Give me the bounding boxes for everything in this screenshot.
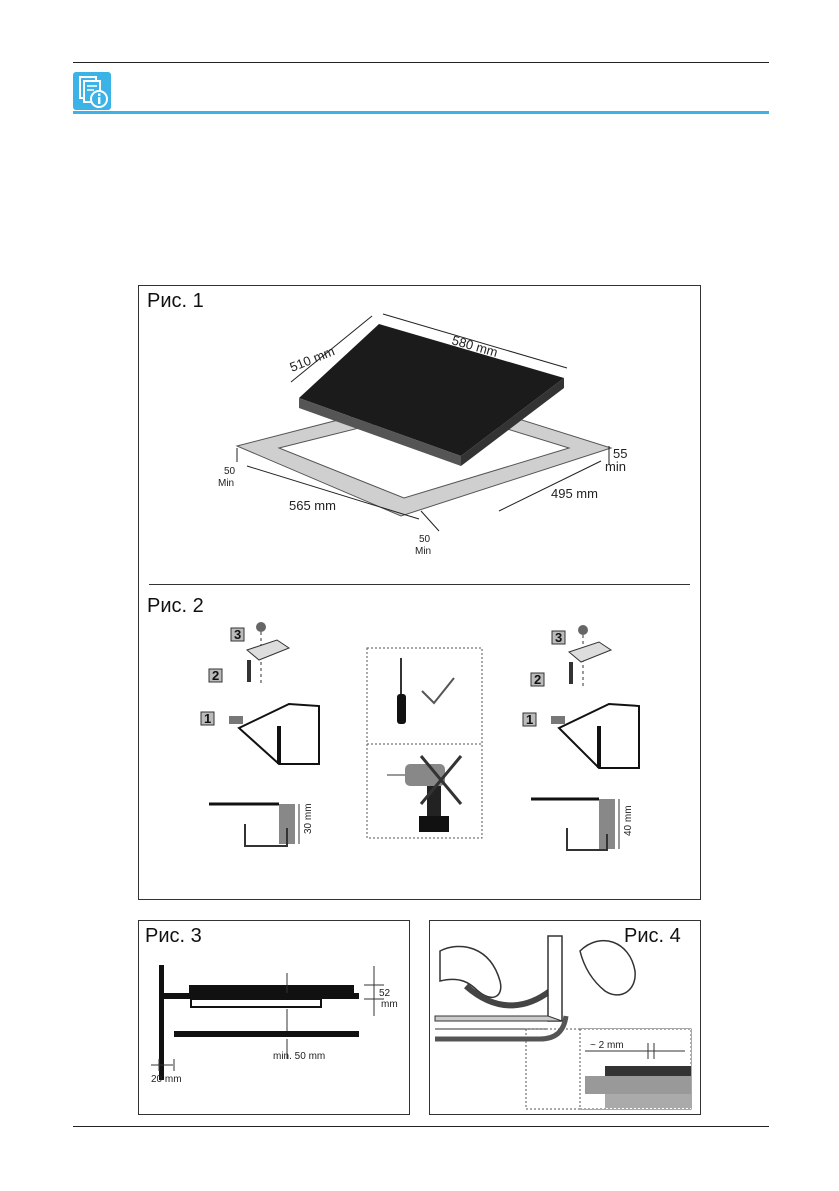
dim-55-top: 55 [613,446,627,461]
dim-50b-top: 50 [419,534,431,545]
dim-55-bot: min [605,459,626,474]
bottom-rule [73,1126,769,1127]
fig3-d52-top: 52 [379,988,391,999]
fig2-right-assembly: 3 2 1 40 mm [522,625,640,851]
dim-50a-bot: Min [218,478,234,489]
fig2-label: Рис. 2 [147,595,204,617]
fig3-drawing: 52 mm min. 50 mm 20 mm [151,965,398,1085]
fig4-gap: ~ 2 mm [590,1040,624,1051]
screwdriver-check-icon [397,658,455,724]
fig2-tag-1-right: 1 [526,712,533,727]
fig2-tag-2-right: 2 [534,672,541,687]
fig2-tag-1-left: 1 [204,711,211,726]
drill-cross-icon [387,755,463,832]
figure-panel-1-2: Рис. 1 510 mm 580 mm 55 min 495 mm 565 m… [138,285,701,900]
fig4-label: Рис. 4 [624,925,681,947]
fig3-d20: 20 mm [151,1074,182,1085]
header-accent-rule [73,111,769,114]
dim-565: 565 mm [289,498,336,513]
fig2-tag-2-left: 2 [212,668,219,683]
fig-divider [149,584,690,585]
fig3-d52-bot: mm [381,999,398,1010]
fig1-hob-drawing: 510 mm 580 mm 55 min 495 mm 565 mm 50 Mi… [218,313,627,557]
fig3-label: Рис. 3 [145,925,202,947]
figure-panel-4: Рис. 4 ~ 2 mm [429,920,701,1115]
fig2-tag-3-left: 3 [234,627,241,642]
fig2-left-assembly: 3 2 1 30 mm [200,622,320,847]
dim-50b-bot: Min [415,546,431,557]
fig2-left-height: 30 mm [303,803,314,834]
top-rule [73,62,769,63]
fig4-drawing: ~ 2 mm [434,935,692,1110]
fig2-right-height: 40 mm [623,805,634,836]
fig2-tag-3-right: 3 [555,630,562,645]
fig2-bracket-drawing: 3 2 1 30 mm [200,622,640,851]
dim-495: 495 mm [551,486,598,501]
fig1-label: Рис. 1 [147,290,204,312]
dim-50a-top: 50 [224,466,236,477]
info-document-icon [73,72,111,110]
figure-panel-3: Рис. 3 52 mm min. 50 mm 20 mm [138,920,410,1115]
fig3-min50: min. 50 mm [273,1051,325,1062]
